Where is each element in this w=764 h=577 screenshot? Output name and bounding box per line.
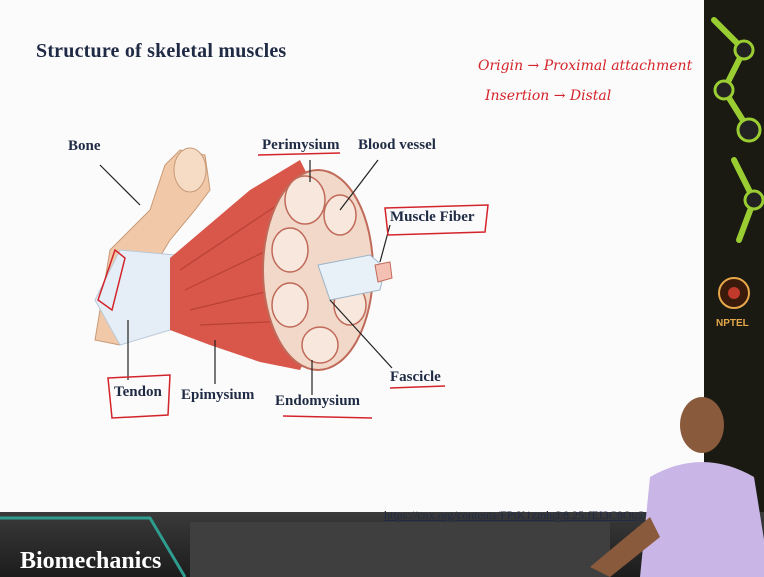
label-perimysium: Perimysium [262, 137, 339, 154]
label-endomysium: Endomysium [275, 393, 360, 410]
label-tendon: Tendon [114, 384, 162, 401]
presenter-video [580, 377, 764, 577]
nptel-logo-icon [716, 275, 752, 311]
label-epimysium: Epimysium [181, 387, 254, 404]
label-muscle-fiber: Muscle Fiber [390, 209, 475, 226]
nptel-logo-text: NPTEL [716, 318, 749, 329]
label-blood-vessel: Blood vessel [358, 137, 436, 154]
label-fascicle: Fascicle [390, 369, 441, 386]
muscle-fiber-extension [375, 262, 392, 282]
label-bone: Bone [68, 138, 101, 155]
course-title: Biomechanics [20, 548, 161, 575]
annotation-origin: Origin → Proximal attachment [478, 58, 692, 74]
robot-arm-graphic [704, 0, 764, 300]
annotation-insertion: Insertion → Distal [485, 88, 611, 104]
